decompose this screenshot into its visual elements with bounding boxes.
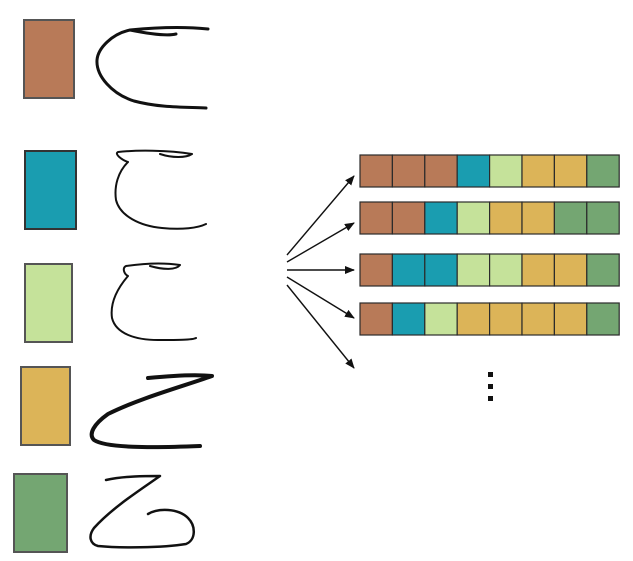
swatch-green bbox=[13, 473, 68, 553]
sequence-cell-lightgreen bbox=[456, 201, 491, 235]
ellipsis-dot bbox=[488, 396, 493, 401]
handwritten-stroke-5 bbox=[89, 474, 195, 549]
sequence-cell-green bbox=[586, 154, 620, 188]
arrow-1 bbox=[286, 175, 355, 256]
sequence-cell-lightgreen bbox=[424, 302, 458, 336]
palette-strokes bbox=[89, 25, 214, 549]
sequence-cell-brown bbox=[359, 302, 394, 336]
sequence-cell-gold bbox=[489, 302, 523, 336]
swatch-brown bbox=[23, 19, 75, 99]
sequence-cell-teal bbox=[391, 253, 426, 287]
sequence-row bbox=[359, 253, 620, 287]
sequence-cell-brown bbox=[359, 253, 394, 287]
sequence-cell-lightgreen bbox=[456, 253, 491, 287]
swatch-lightgreen bbox=[24, 263, 73, 343]
sequence-cell-gold bbox=[553, 302, 588, 336]
arrow-fan bbox=[286, 175, 355, 369]
sequence-cell-gold bbox=[489, 201, 523, 235]
sequence-cell-gold bbox=[553, 253, 588, 287]
sequence-rows bbox=[359, 154, 620, 336]
sequence-cell-teal bbox=[391, 302, 426, 336]
sequence-cell-brown bbox=[359, 201, 394, 235]
sequence-row bbox=[359, 201, 620, 235]
arrow-4 bbox=[286, 276, 355, 319]
sequence-cell-brown bbox=[424, 154, 458, 188]
sequence-cell-teal bbox=[424, 201, 458, 235]
ellipsis-dot bbox=[488, 384, 493, 389]
sequence-cell-teal bbox=[424, 253, 458, 287]
sequence-cell-lightgreen bbox=[489, 154, 523, 188]
sequence-cell-brown bbox=[391, 154, 426, 188]
sequence-cell-green bbox=[586, 201, 620, 235]
vertical-ellipsis-icon bbox=[488, 372, 493, 401]
sequence-cell-brown bbox=[359, 154, 394, 188]
sequence-cell-green bbox=[586, 253, 620, 287]
handwritten-stroke-4 bbox=[89, 373, 214, 450]
sequence-cell-brown bbox=[391, 201, 426, 235]
handwritten-stroke-1 bbox=[95, 25, 210, 110]
handwritten-stroke-3 bbox=[110, 262, 197, 341]
arrow-5 bbox=[286, 284, 355, 369]
sequence-cell-gold bbox=[521, 253, 556, 287]
sequence-cell-gold bbox=[521, 154, 556, 188]
swatch-teal bbox=[24, 150, 77, 230]
sequence-cell-gold bbox=[521, 201, 556, 235]
sequence-cell-teal bbox=[456, 154, 491, 188]
sequence-cell-lightgreen bbox=[489, 253, 523, 287]
sequence-cell-gold bbox=[456, 302, 491, 336]
sequence-cell-gold bbox=[553, 154, 588, 188]
handwritten-stroke-2 bbox=[114, 149, 207, 230]
swatch-gold bbox=[20, 366, 71, 446]
sequence-row bbox=[359, 302, 620, 336]
sequence-cell-green bbox=[586, 302, 620, 336]
sequence-cell-gold bbox=[521, 302, 556, 336]
ellipsis-dot bbox=[488, 372, 493, 377]
sequence-cell-green bbox=[553, 201, 588, 235]
sequence-row bbox=[359, 154, 620, 188]
arrow-2 bbox=[286, 222, 355, 263]
palette-swatches bbox=[13, 19, 77, 553]
